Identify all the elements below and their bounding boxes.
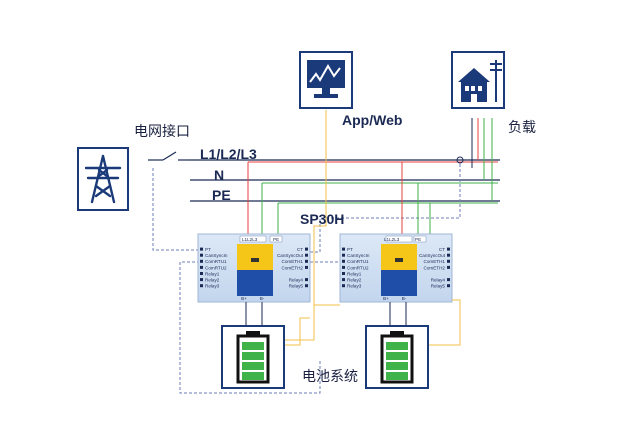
inverter-1-port-left: ComRTU2 [205,265,227,270]
inverter-2-port-dot [342,265,345,269]
inverter-1-port-dot [305,259,308,263]
grid-interface-label: 电网接口 [134,124,190,140]
inverter-1-port-dot [200,253,203,257]
inverter-1 [197,233,311,303]
inverter-1-port-right: ComETH1 [282,259,304,264]
inverter-2-port-dot [447,259,450,263]
inverter-1-port-left: Relay2 [205,278,220,283]
house-with-pole-icon [451,51,505,109]
inverter-2-port-right: CT [439,247,445,252]
inverter-1-port-left: ComRTU1 [205,259,227,264]
inverter-2-port-left: Relay3 [347,284,362,289]
inverter-1-port-dot [305,278,308,282]
inverter-2-port-dot [342,259,345,263]
inverter-1-port-dot [200,284,203,288]
inverter-1-port-bneg: B- [260,296,265,301]
inverter-1-port-left: CanSyncIn [205,253,228,258]
inverter-1-port-left: Relay1 [205,271,220,276]
inverter-2-port-dot [447,284,450,288]
inverter-2-port-left: Relay1 [347,271,362,276]
inverter-2-port-dot [447,253,450,257]
inverter-2-port-left: ComRTU2 [347,265,369,270]
inverter-1-port-right: Relay4 [289,278,304,283]
inverter-2-port-dot [342,272,345,275]
bus-label-pe: PE [212,187,231,203]
inverter-1-port-right: Relay5 [289,284,304,289]
inverter-2-port-right: ComETH2 [424,265,446,270]
inverter-2-port-dot [342,284,345,288]
inverter-2-port-right: CanSyncOut [419,253,446,258]
inverter-2-port-dot [447,265,450,269]
inverter-2-port-right: Relay5 [431,284,446,289]
inverter-1-port-bpos: B+ [241,296,247,301]
inverter-2-port-right: Relay4 [431,278,446,283]
inverter-2-port-bpos: B+ [383,296,389,301]
bus-label-l1l2l3: L1/L2/L3 [200,146,257,162]
bus-label-n: N [214,167,225,183]
inverter-1-port-dot [305,265,308,269]
model-label: SP30H [300,211,345,227]
inverter-1-port-dot [200,278,203,282]
inverter-1-port-ac: L1L2L3 [242,237,258,242]
monitor-chart-icon [299,51,353,109]
inverter-2 [339,233,453,303]
app-web-label: App/Web [342,112,403,128]
grid-switch-icon [162,151,190,161]
inverter-1-port-left: Relay3 [205,284,220,289]
battery-icon [365,325,429,389]
ct-sensor-icon [456,156,464,164]
inverter-2-port-dot [342,278,345,282]
inverter-1-port-dot [200,272,203,275]
inverter-2-port-dot [342,247,345,251]
inverter-2-port-dot [447,247,450,251]
inverter-1-port-dot [200,265,203,269]
inverter-2-port-dot [447,278,450,282]
inverter-1-port-dot [305,247,308,251]
inverter-2-port-left: Relay2 [347,278,362,283]
inverter-1-port-pe: PE [273,237,279,242]
inverter-1-port-right: CT [297,247,303,252]
load-label: 负载 [508,120,536,136]
battery-icon [221,325,285,389]
inverter-2-port-right: ComETH1 [424,259,446,264]
inverter-2-port-dot [342,253,345,257]
inverter-1-port-right: ComETH2 [282,265,304,270]
inverter-1-port-dot [200,247,203,251]
inverter-1-port-dot [200,259,203,263]
inverter-2-port-pe: PE [415,237,421,242]
inverter-2-port-bneg: B- [402,296,407,301]
inverter-2-port-left: PT [347,247,353,252]
inverter-2-port-left: CanSyncIn [347,253,370,258]
inverter-2-port-ac: L1L2L3 [384,237,400,242]
transmission-tower-icon [77,147,129,211]
inverter-1-port-left: PT [205,247,211,252]
inverter-1-port-dot [305,284,308,288]
battery-system-label: 电池系统 [302,369,358,385]
inverter-1-port-dot [305,253,308,257]
inverter-1-port-right: CanSyncOut [277,253,304,258]
inverter-2-port-left: ComRTU1 [347,259,369,264]
